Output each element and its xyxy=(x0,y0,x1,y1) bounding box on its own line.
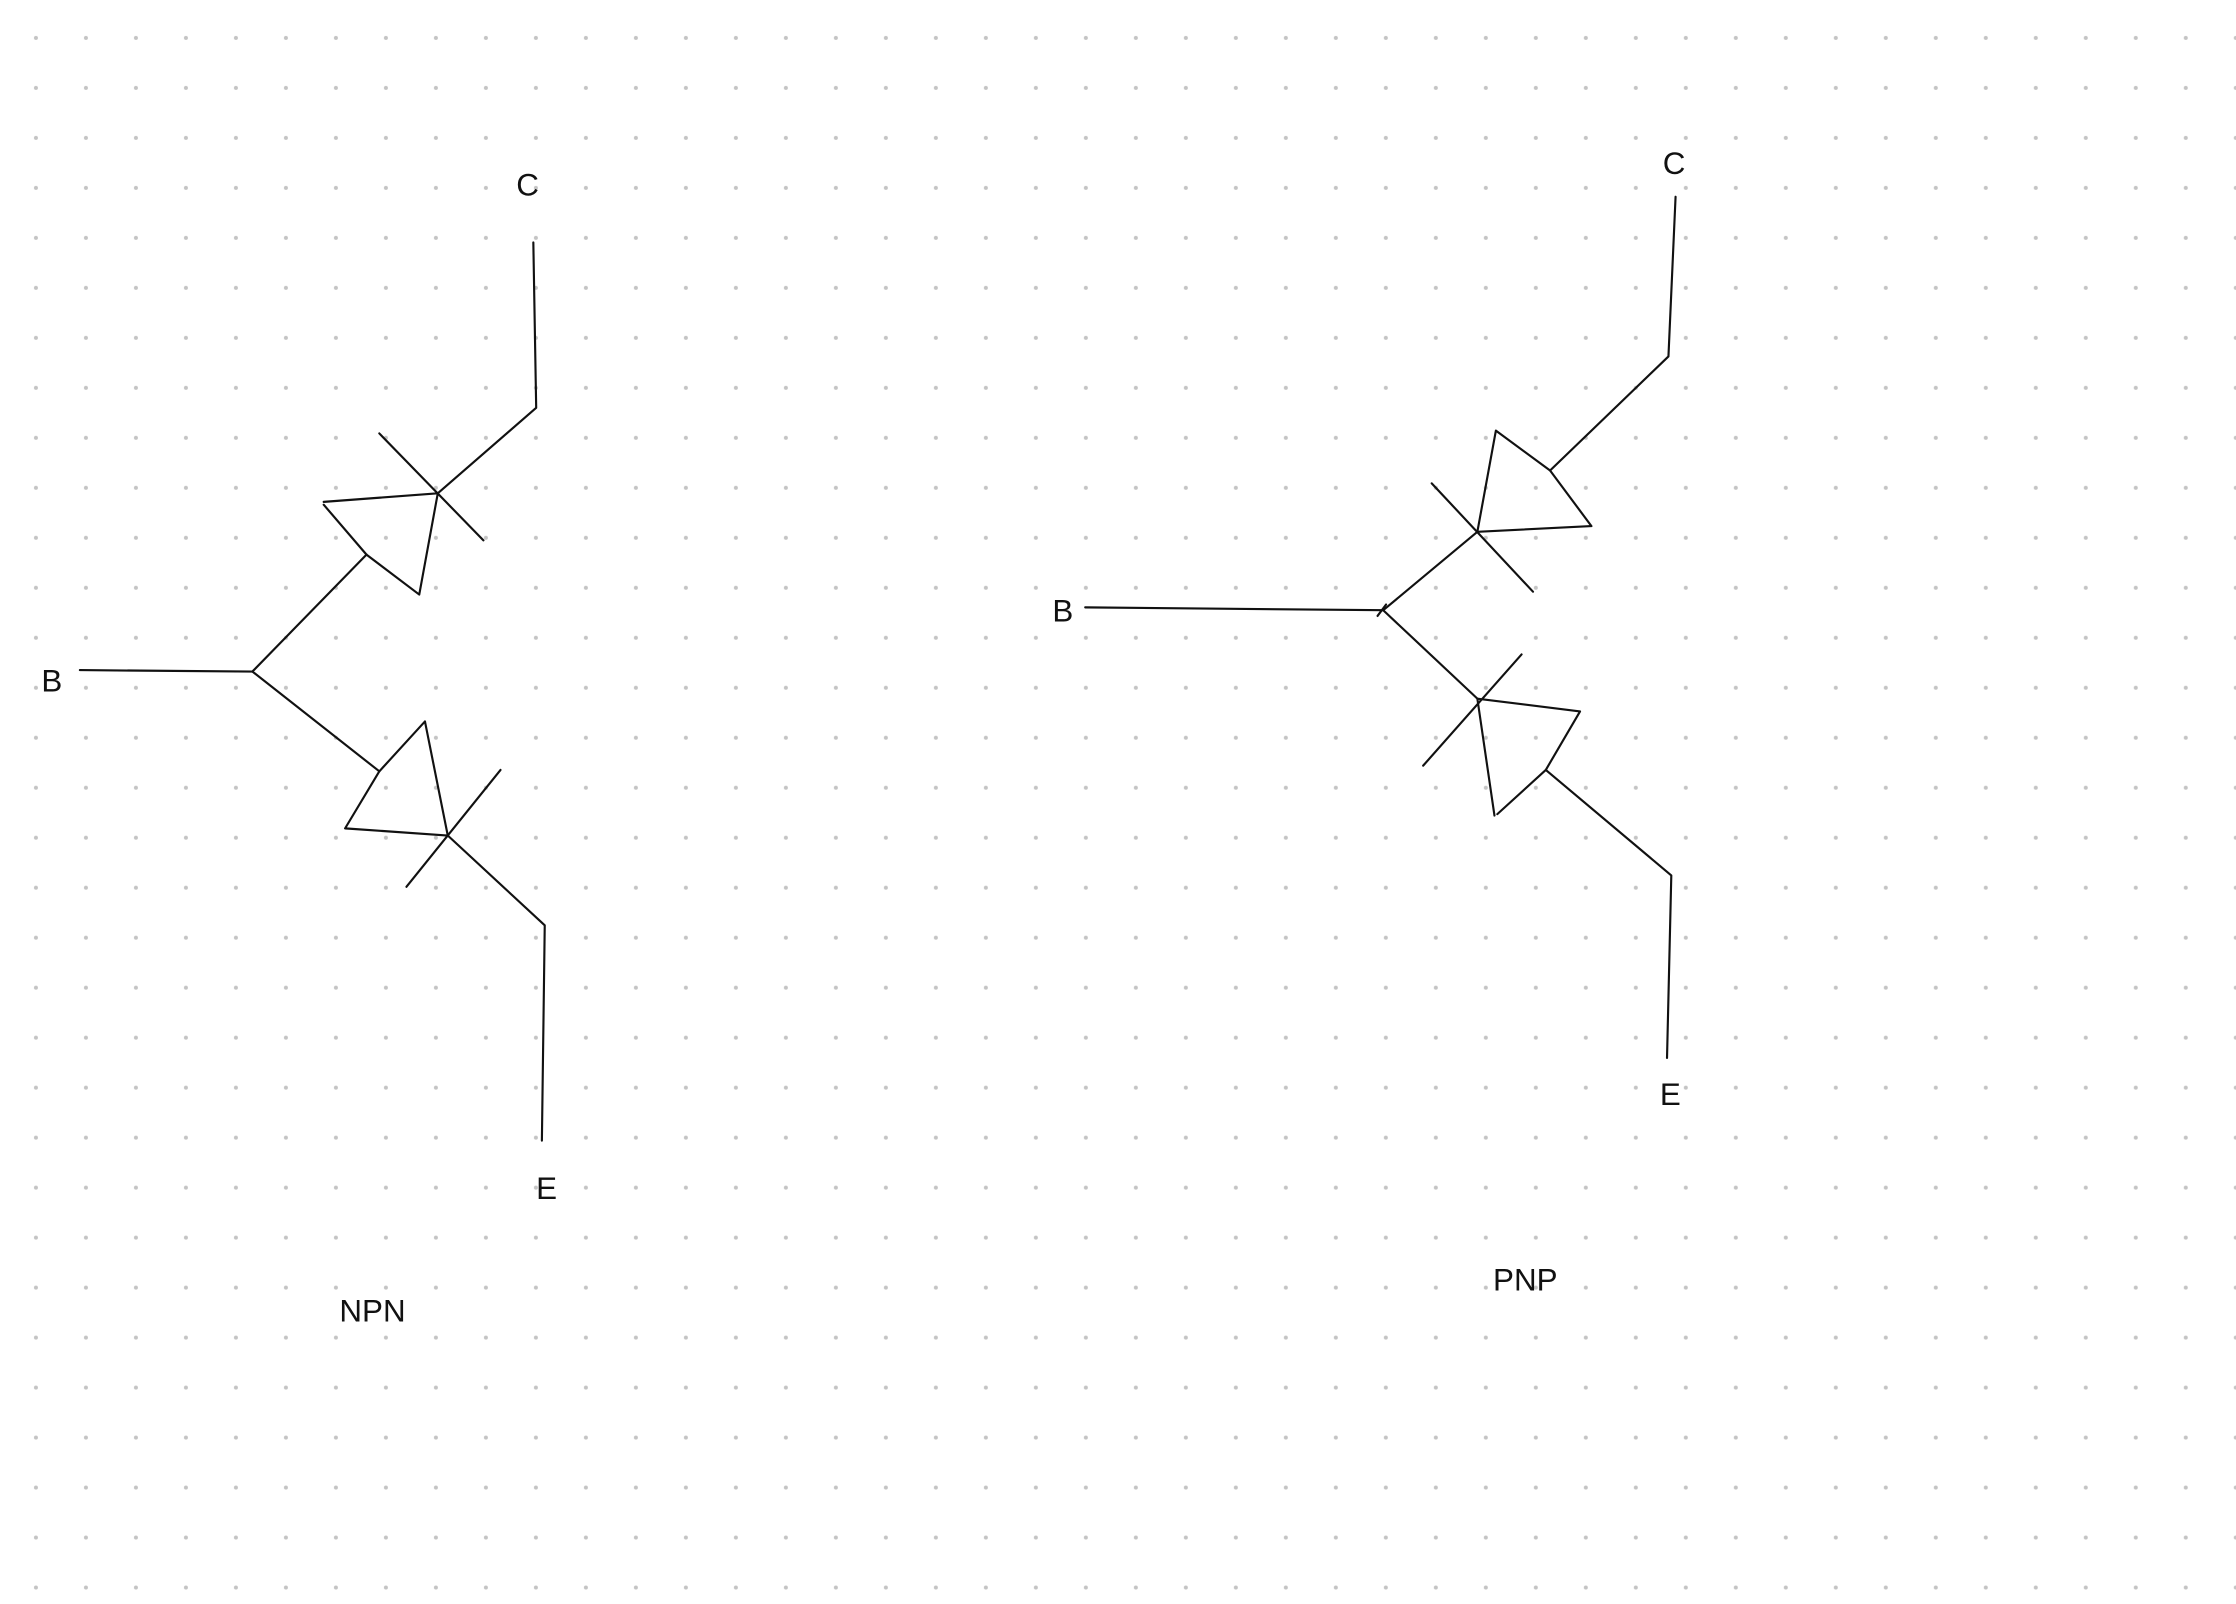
pnp-lower-branch-wire[interactable] xyxy=(1382,609,1479,700)
pnp-upper-branch-wire[interactable] xyxy=(1382,530,1479,612)
npn-upper-branch-wire[interactable] xyxy=(251,553,368,673)
pnp-title: PNP xyxy=(1493,1262,1557,1297)
npn-upper-diode-side[interactable] xyxy=(322,503,368,556)
npn-collector-wire[interactable] xyxy=(436,241,538,495)
pnp-collector-wire[interactable] xyxy=(1549,195,1677,472)
npn-collector-label: C xyxy=(516,167,539,202)
npn-upper-diode-bar[interactable] xyxy=(378,432,485,542)
npn-lower-diode-bar[interactable] xyxy=(405,768,502,888)
npn-diagram[interactable]: B C E NPN xyxy=(41,167,557,1328)
npn-emitter-wire[interactable] xyxy=(446,834,546,1142)
npn-base-label: B xyxy=(41,664,62,699)
pnp-diagram[interactable]: B C E PNP xyxy=(1052,146,1685,1297)
pnp-upper-diode-bar[interactable] xyxy=(1430,482,1535,593)
pnp-base-label: B xyxy=(1052,594,1073,629)
pnp-emitter-wire[interactable] xyxy=(1544,768,1673,1059)
pnp-collector-label: C xyxy=(1663,146,1686,181)
pnp-base-tick xyxy=(1376,603,1388,618)
pnp-lower-diode-triangle[interactable] xyxy=(1476,697,1582,817)
pnp-base-wire[interactable] xyxy=(1084,606,1385,612)
pnp-emitter-label: E xyxy=(1660,1077,1681,1112)
npn-lower-branch-wire[interactable] xyxy=(251,670,381,773)
pnp-lower-diode-bar[interactable] xyxy=(1422,653,1523,767)
npn-base-wire[interactable] xyxy=(78,669,254,673)
npn-title: NPN xyxy=(339,1294,405,1329)
npn-lower-diode-triangle[interactable] xyxy=(344,720,449,837)
npn-upper-diode-triangle[interactable] xyxy=(322,492,439,596)
npn-emitter-label: E xyxy=(536,1171,557,1206)
